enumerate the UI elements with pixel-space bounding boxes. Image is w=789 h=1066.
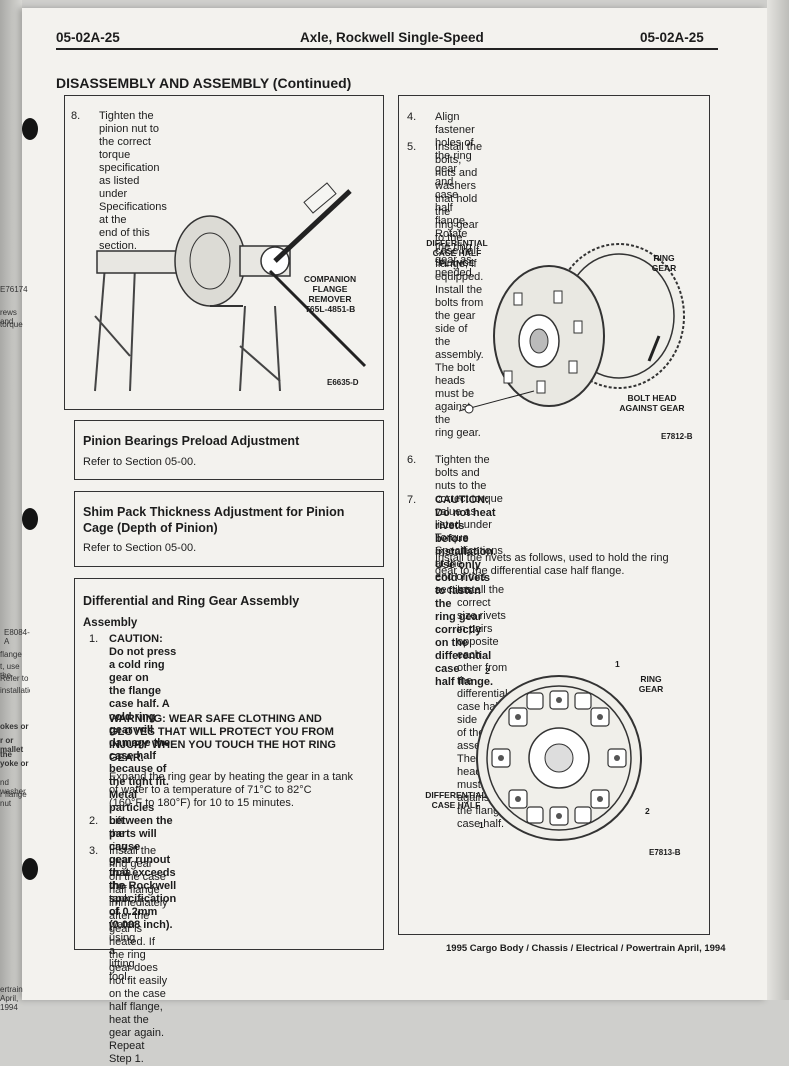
binder-hole — [22, 858, 38, 880]
assembly-subtitle: Assembly — [83, 617, 138, 629]
shim-pack-title: Shim Pack Thickness Adjustment for Pinio… — [83, 505, 345, 535]
figure-code: E7812-B — [661, 432, 693, 441]
step1-text: Expand the ring gear by heating the gear… — [109, 771, 354, 809]
step1-warning: WARNING: WEAR SAFE CLOTHING AND GLOVES T… — [109, 713, 336, 764]
pinion-preload-box: Pinion Bearings Preload Adjustment Refer… — [74, 420, 384, 480]
rivet-number-1b: 1 — [479, 820, 484, 830]
ring-gear-label-2: RING GEAR — [638, 674, 664, 694]
binder-hole — [22, 118, 38, 140]
rivet-number-2: 2 — [485, 666, 490, 676]
rivet-number-2b: 2 — [645, 806, 650, 816]
page-number-left: 05-02A-25 — [56, 30, 120, 45]
figure-code: E6635-D — [327, 378, 359, 387]
pinion-preload-ref: Refer to Section 05-00. — [83, 456, 197, 468]
manual-page — [22, 8, 767, 1000]
rivet-number-1: 1 — [615, 659, 620, 669]
bolt-head-label: BOLT HEAD AGAINST GEAR — [619, 393, 685, 413]
page-header-title: Axle, Rockwell Single-Speed — [300, 30, 484, 45]
step8-box: 8. Tighten the pinion nut to the correct… — [64, 95, 384, 410]
pinion-nut-torque-illustration — [94, 182, 367, 392]
shim-pack-ref: Refer to Section 05-00. — [83, 542, 197, 554]
step1-caution: CAUTION: Do not press a cold ring gear o… — [109, 633, 177, 931]
ring-gear-flange-illustration — [459, 243, 685, 414]
case-half-flange-label: DIFFERENTIAL CASE HALF FLANGE — [426, 238, 488, 268]
page-footer: 1995 Cargo Body / Chassis / Electrical /… — [446, 943, 726, 954]
rivet-pattern-illustration — [476, 675, 642, 841]
section-title: DISASSEMBLY AND ASSEMBLY (Continued) — [56, 75, 352, 91]
step7-caution: CAUTION: Do not heat rivets before insta… — [435, 494, 497, 688]
pinion-preload-title: Pinion Bearings Preload Adjustment — [83, 434, 300, 448]
diff-assembly-title: Differential and Ring Gear Assembly — [83, 594, 300, 608]
header-rule — [56, 48, 718, 50]
differential-case-half-label: DIFFERENTIAL CASE HALF — [425, 790, 487, 810]
ring-gear-label: RING GEAR — [651, 253, 677, 273]
right-column-box: 4. Align fastener holes of the ring gear… — [398, 95, 710, 935]
page-stack-edge — [767, 0, 789, 1000]
figure-code: E7813-B — [649, 848, 681, 857]
diff-ring-gear-box: Differential and Ring Gear Assembly Asse… — [74, 578, 384, 1065]
step7-text: Install the rivets as follows, used to h… — [435, 552, 669, 577]
companion-flange-remover-callout: COMPANION FLANGE REMOVER T65L-4851-B — [303, 274, 357, 314]
shim-pack-box: Shim Pack Thickness Adjustment for Pinio… — [74, 491, 384, 567]
binder-hole — [22, 508, 38, 530]
page-number-right: 05-02A-25 — [640, 30, 704, 45]
binding-spine — [0, 0, 22, 1000]
